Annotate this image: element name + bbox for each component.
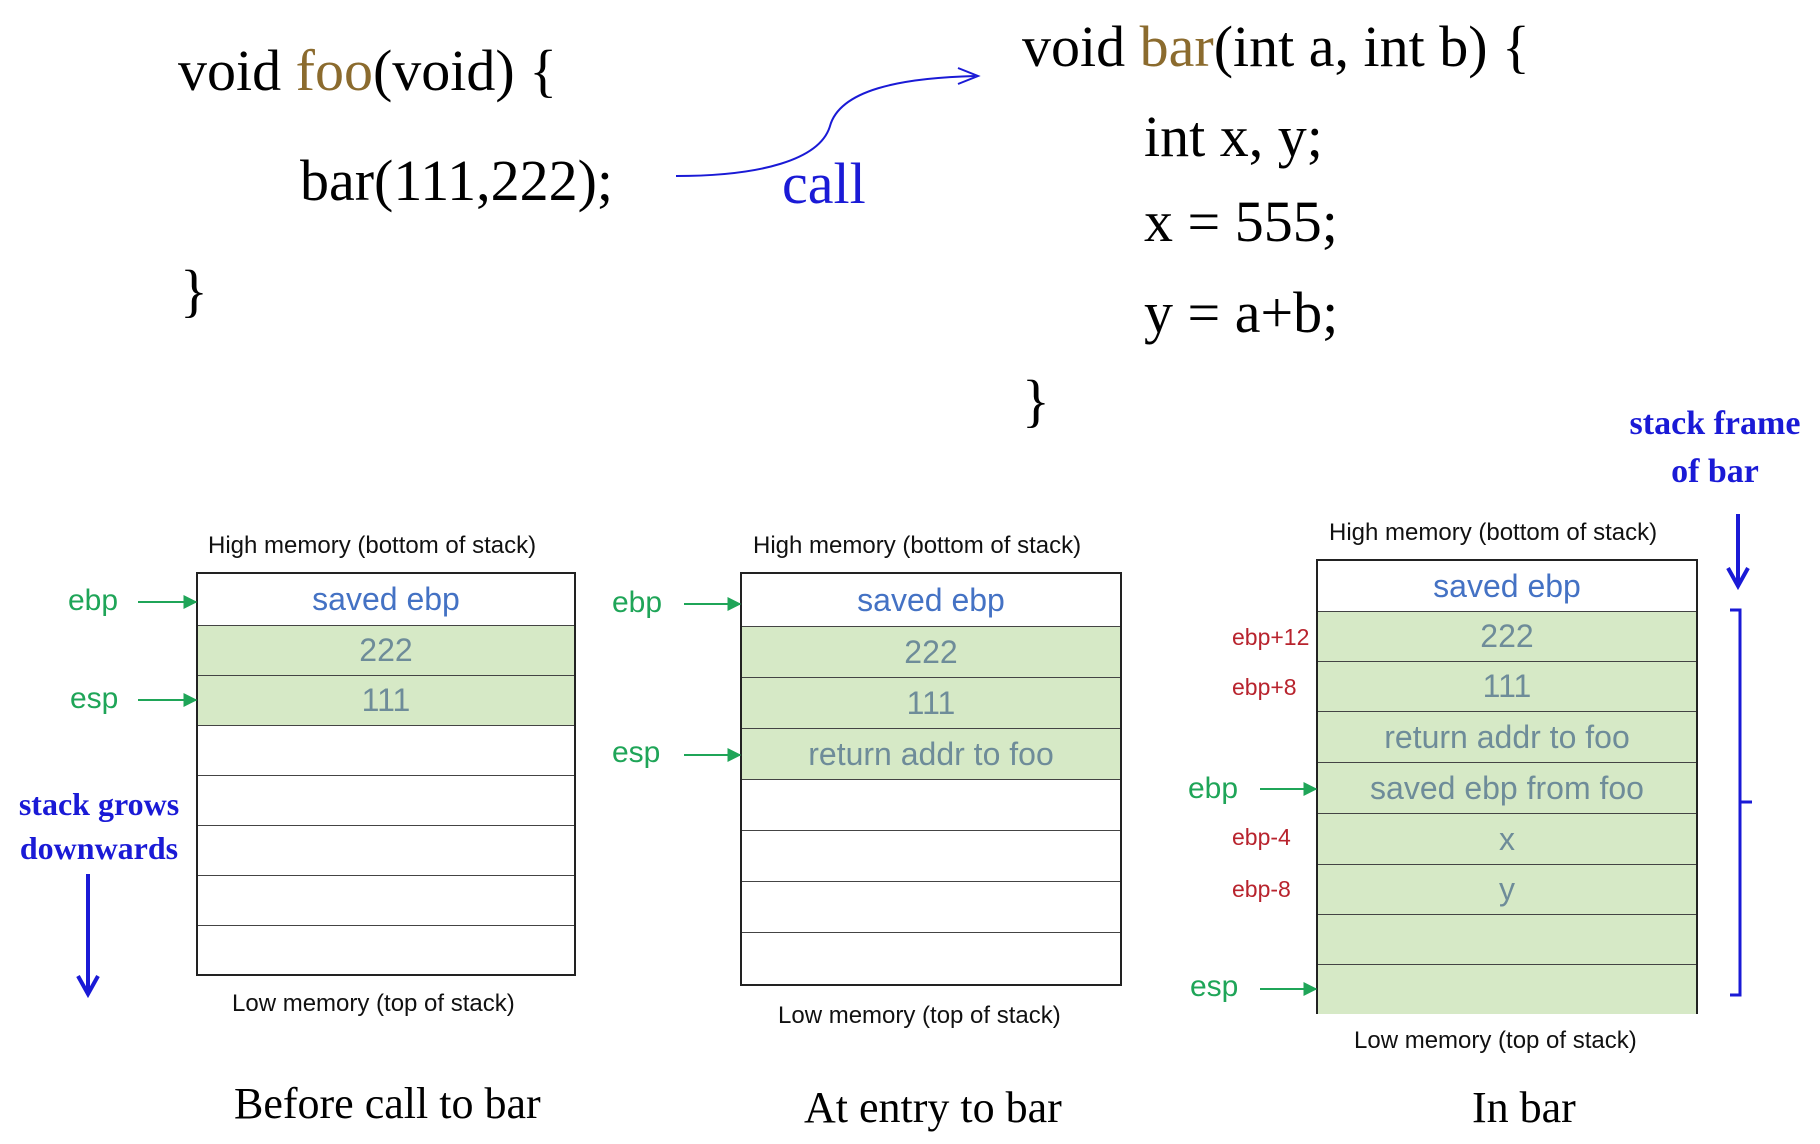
stack-grows-note-line2: downwards bbox=[19, 830, 179, 866]
stack-grows-note-line1: stack grows bbox=[18, 786, 180, 822]
d2-cell-return-addr: return addr to foo bbox=[742, 729, 1120, 780]
d1-caption: Before call to bar bbox=[234, 1079, 541, 1128]
d2-cell-empty-1 bbox=[742, 780, 1120, 831]
d1-cell-empty-2 bbox=[198, 776, 574, 826]
d2-stack: saved ebp 222 111 return addr to foo bbox=[740, 572, 1122, 986]
d3-cell-empty-2 bbox=[1318, 965, 1696, 1014]
d3-cell-saved-ebp-from-foo: saved ebp from foo bbox=[1318, 763, 1696, 814]
stack-grows-arrow-head bbox=[76, 975, 100, 999]
d1-cell-saved-ebp: saved ebp bbox=[198, 574, 574, 626]
d3-offset-ebp-plus-8: ebp+8 bbox=[1232, 674, 1297, 700]
bar-line-decl: int x, y; bbox=[1144, 104, 1323, 169]
d2-low-memory-label: Low memory (top of stack) bbox=[778, 1002, 1061, 1029]
d3-cell-111: 111 bbox=[1318, 662, 1696, 712]
stack-frame-note: stack frame of bar bbox=[1612, 400, 1818, 496]
d1-stack: saved ebp 222 111 bbox=[196, 572, 576, 976]
stack-frame-arrow-head bbox=[1726, 567, 1750, 591]
d3-cell-empty-1 bbox=[1318, 915, 1696, 965]
stack-frame-note-line2: of bar bbox=[1671, 453, 1759, 490]
call-arrow bbox=[675, 75, 976, 177]
d3-offset-ebp-plus-12: ebp+12 bbox=[1232, 624, 1310, 650]
d3-offset-ebp-minus-8: ebp-8 bbox=[1232, 876, 1291, 902]
d3-cell-x: x bbox=[1318, 814, 1696, 865]
bar-params: (int a, int b) { bbox=[1213, 14, 1530, 79]
d2-caption: At entry to bar bbox=[804, 1083, 1062, 1132]
d3-esp-label: esp bbox=[1190, 970, 1239, 1003]
d2-cell-empty-2 bbox=[742, 831, 1120, 882]
bar-line-assign-y: y = a+b; bbox=[1144, 280, 1339, 345]
d3-low-memory-label: Low memory (top of stack) bbox=[1354, 1027, 1637, 1054]
d1-cell-111: 111 bbox=[198, 676, 574, 726]
stack-grows-note: stack grows downwards bbox=[4, 782, 194, 870]
d1-cell-222: 222 bbox=[198, 626, 574, 676]
foo-keyword: void bbox=[178, 38, 296, 103]
d3-cell-return-addr: return addr to foo bbox=[1318, 712, 1696, 763]
bar-function-name: bar bbox=[1139, 14, 1214, 79]
d2-cell-222: 222 bbox=[742, 627, 1120, 678]
d3-ebp-label: ebp bbox=[1188, 772, 1239, 805]
d1-cell-empty-3 bbox=[198, 826, 574, 876]
d1-low-memory-label: Low memory (top of stack) bbox=[232, 990, 515, 1017]
d3-stack: saved ebp 222 111 return addr to foo sav… bbox=[1316, 559, 1698, 1014]
d3-cell-222: 222 bbox=[1318, 612, 1696, 662]
d1-esp-label: esp bbox=[70, 682, 119, 715]
stack-frame-note-line1: stack frame bbox=[1629, 405, 1801, 442]
d3-high-memory-label: High memory (bottom of stack) bbox=[1329, 519, 1658, 546]
d1-high-memory-label: High memory (bottom of stack) bbox=[208, 532, 537, 559]
bar-close-brace: } bbox=[1022, 368, 1050, 433]
d1-cell-empty-1 bbox=[198, 726, 574, 776]
d3-cell-saved-ebp: saved ebp bbox=[1318, 561, 1696, 612]
d1-ebp-label: ebp bbox=[68, 584, 119, 617]
d3-caption: In bar bbox=[1472, 1083, 1576, 1132]
bar-keyword: void bbox=[1022, 14, 1140, 79]
d2-esp-label: esp bbox=[612, 736, 661, 769]
foo-call-statement: bar(111,222); bbox=[300, 148, 613, 213]
d2-high-memory-label: High memory (bottom of stack) bbox=[753, 532, 1082, 559]
foo-signature: void foo(void) { bbox=[178, 42, 557, 100]
foo-function-name: foo bbox=[295, 38, 373, 103]
d2-cell-saved-ebp: saved ebp bbox=[742, 574, 1120, 627]
bar-signature: void bar(int a, int b) { bbox=[1022, 18, 1530, 76]
d3-cell-y: y bbox=[1318, 865, 1696, 915]
d2-cell-111: 111 bbox=[742, 678, 1120, 729]
foo-params: (void) { bbox=[372, 38, 558, 103]
d2-cell-empty-3 bbox=[742, 882, 1120, 933]
d2-ebp-label: ebp bbox=[612, 586, 663, 619]
d3-offset-ebp-minus-4: ebp-4 bbox=[1232, 824, 1291, 850]
call-label: call bbox=[782, 151, 866, 216]
foo-close-brace: } bbox=[180, 258, 208, 323]
bar-line-assign-x: x = 555; bbox=[1144, 189, 1338, 254]
call-arrow-head bbox=[957, 67, 981, 85]
stack-frame-bracket bbox=[1730, 608, 1752, 997]
d1-cell-empty-4 bbox=[198, 876, 574, 926]
